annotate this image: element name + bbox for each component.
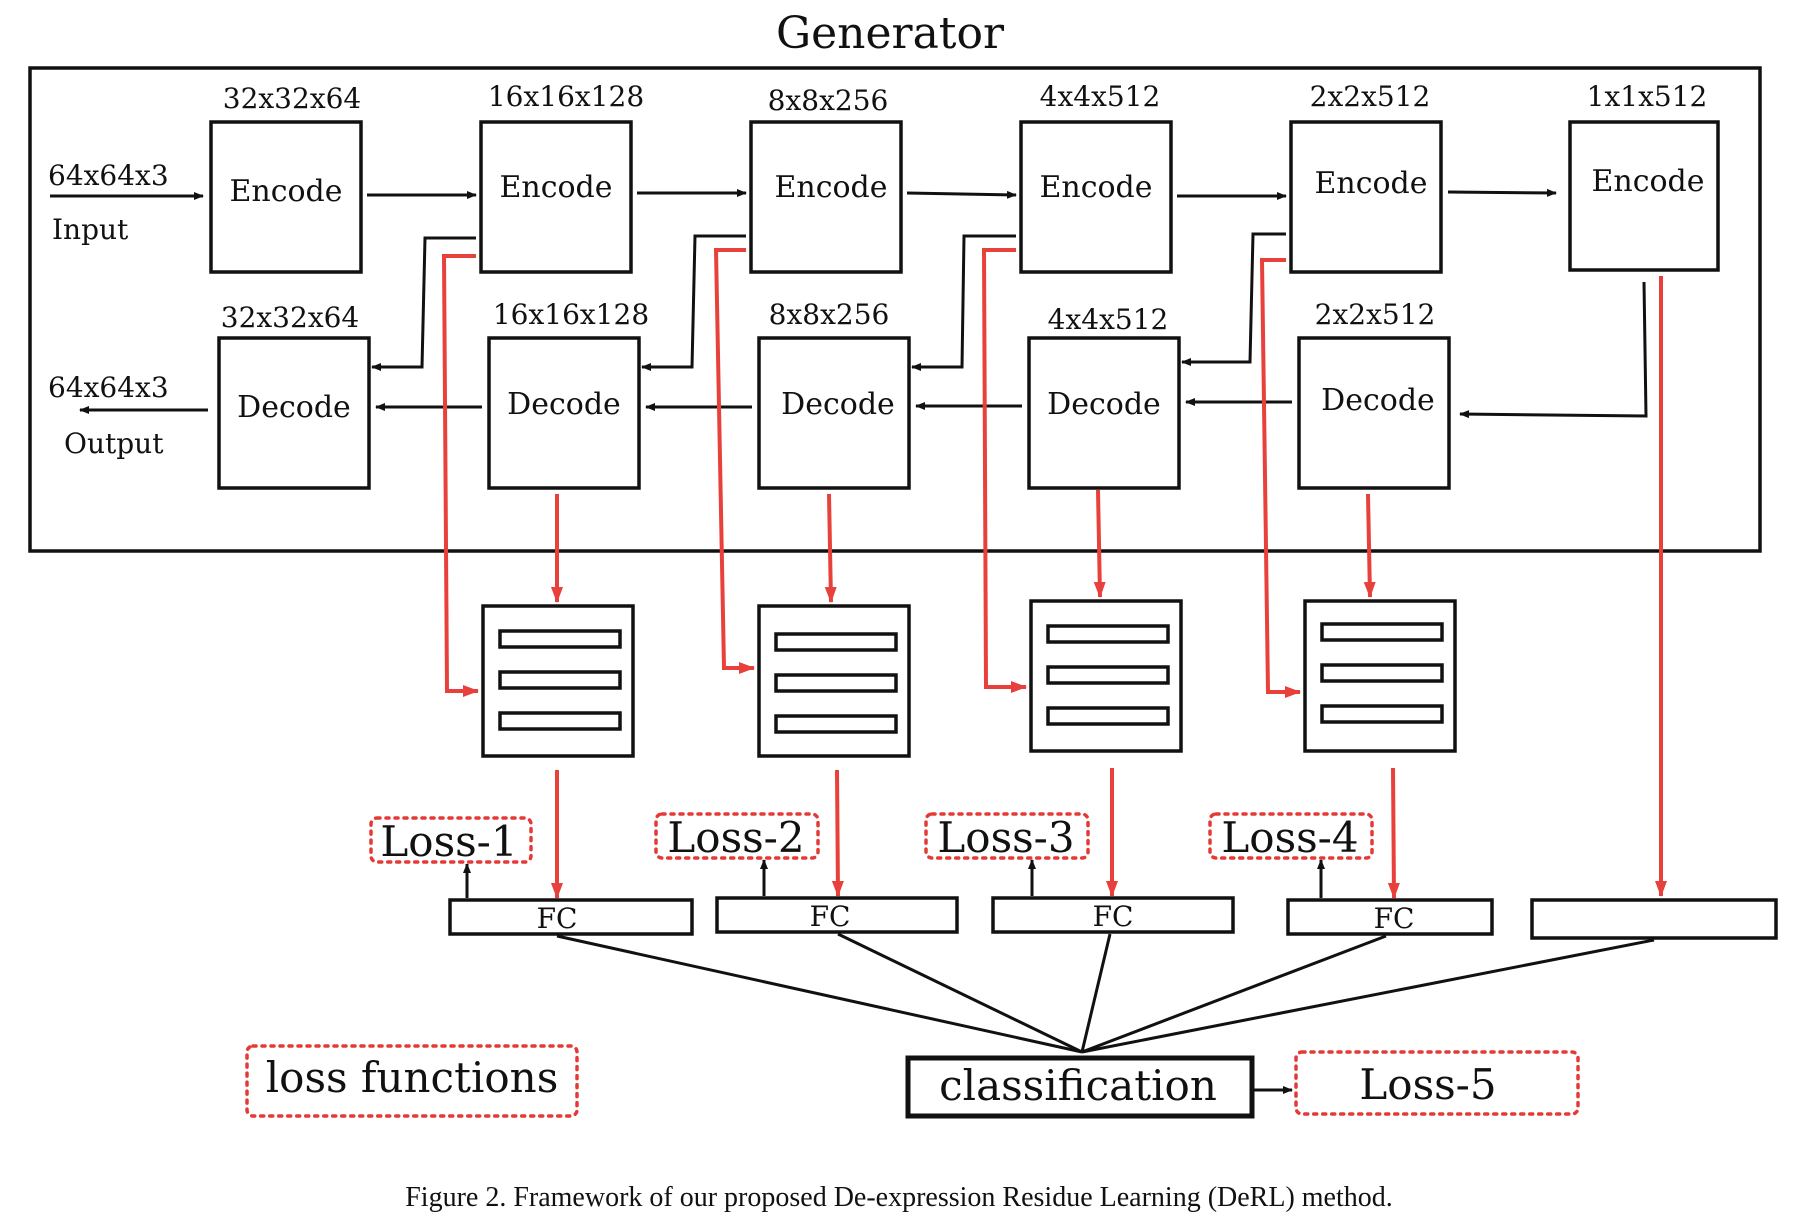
input-dims: 64x64x3 [48,159,169,192]
decoder-2: Decode 16x16x128 [487,298,649,490]
encoder-2-dims: 16x16x128 [488,80,644,113]
decoder-1-label: Decode [237,390,351,425]
encoder-6-dims: 1x1x512 [1587,80,1708,113]
skip-connection-1 [371,236,476,371]
output-label: Output [64,427,164,460]
decoder-1: Decode 32x32x64 [217,301,371,490]
fc-3: FC [991,896,1235,934]
enc-arrow-5 [1447,188,1557,197]
residue-arrow-encoder-3 [981,248,1027,693]
skip-connection-3 [911,234,1016,371]
loss-3-label: Loss-3 [937,813,1074,862]
decoder-2-dims: 16x16x128 [493,298,649,331]
decoder-4: Decode 4x4x512 [1027,303,1181,490]
residue-arrow-encoder-2 [713,248,755,674]
fc-4-label: FC [1374,902,1415,935]
fc-1: FC [448,898,694,936]
loss-5-label: Loss-5 [1359,1060,1496,1109]
skip-connection-4 [1181,232,1286,366]
loss-5: Loss-5 [1294,1050,1580,1116]
loss-1: Loss-1 [369,816,533,866]
input-label: Input [52,213,129,246]
residue-arrow-decoder-2 [824,493,837,603]
residue-block-1 [481,604,635,758]
residue-arrow-decoder-3 [1093,489,1106,598]
decoder-5-dims: 2x2x512 [1315,298,1436,331]
encoder-4-label: Encode [1039,170,1152,205]
loss-4: Loss-4 [1208,812,1374,862]
loss-2: Loss-2 [654,812,820,862]
encoder-1-label: Encode [229,174,342,209]
encoder-4-dims: 4x4x512 [1040,80,1161,113]
fc-5 [1530,898,1778,940]
residue-to-fc-4 [1387,767,1400,899]
classification-label: classification [939,1061,1217,1110]
fc-2: FC [715,896,959,934]
decoder-1-dims: 32x32x64 [221,301,359,334]
classification-box: classification [905,1055,1255,1119]
generator-frame [28,66,1762,553]
encoder-6: Encode 1x1x512 [1568,80,1720,272]
classification-fan-in [556,932,1655,1054]
decoder-3-dims: 8x8x256 [769,298,890,331]
enc-arrow-3 [906,190,1017,199]
fc-4: FC [1286,898,1494,936]
decoder-5-label: Decode [1321,383,1435,418]
encoder-5: Encode 2x2x512 [1289,80,1443,274]
bottleneck-connection [1459,281,1648,419]
legend-loss-functions: loss functions [245,1044,579,1118]
encoder-2-label: Encode [499,170,612,205]
decoder-2-label: Decode [507,387,621,422]
loss-3: Loss-3 [924,812,1090,862]
fc-2-label: FC [810,900,851,933]
output-dims: 64x64x3 [48,371,169,404]
residue-block-4 [1303,599,1457,753]
generator-title: Generator [776,8,1005,59]
loss-2-label: Loss-2 [667,813,804,862]
residue-arrow-decoder-4 [1363,493,1376,598]
fc-1-label: FC [537,902,578,935]
decoder-3: Decode 8x8x256 [757,298,911,490]
residue-block-2 [757,604,911,758]
encoder-1: Encode 32x32x64 [209,82,363,274]
loss-4-label: Loss-4 [1221,813,1358,862]
decoder-4-label: Decode [1047,387,1161,422]
encoder-6-label: Encode [1591,164,1704,199]
encoder-5-label: Encode [1314,166,1427,201]
legend-label: loss functions [266,1053,559,1102]
residue-block-3 [1029,599,1183,753]
figure-caption: Figure 2. Framework of our proposed De-e… [405,1182,1393,1213]
skip-connection-2 [641,234,746,371]
encoder-5-dims: 2x2x512 [1310,80,1431,113]
encoder-4: Encode 4x4x512 [1019,80,1173,274]
decoder-3-label: Decode [781,387,895,422]
encoder-3-dims: 8x8x256 [768,84,889,117]
encoder-2: Encode 16x16x128 [479,80,644,274]
residue-arrow-encoder-1 [441,254,479,697]
decoder-4-dims: 4x4x512 [1048,303,1169,336]
loss-1-label: Loss-1 [380,817,517,866]
decoder-5: Decode 2x2x512 [1297,298,1451,490]
encoder-1-dims: 32x32x64 [223,82,361,115]
fc-3-label: FC [1093,900,1134,933]
encoder-3-label: Encode [774,170,887,205]
residue-arrow-encoder-4 [1259,258,1301,698]
encoder-3: Encode 8x8x256 [749,84,903,274]
residue-to-fc-2 [831,769,844,897]
